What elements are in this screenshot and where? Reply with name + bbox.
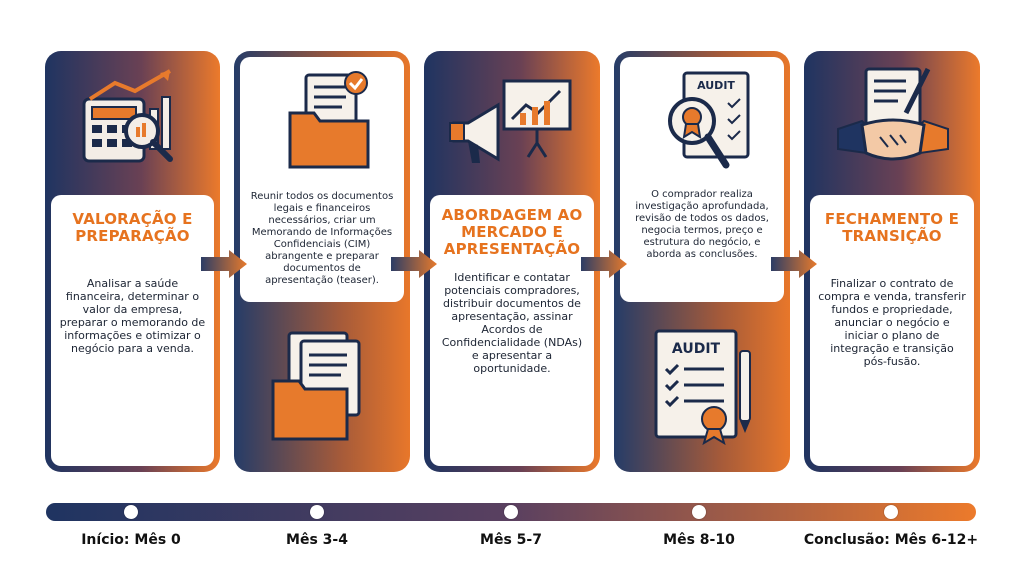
timeline-label: Mês 5-7 [480,532,542,548]
stage-description: O comprador realiza investigação aprofun… [635,189,769,260]
audit-label-bottom: AUDIT [672,341,721,357]
stage-description: Finalizar o contrato de compra e venda, … [818,277,966,368]
stage-card-closing: FECHAMENTO E TRANSIÇÃO Finalizar o contr… [804,51,980,472]
stage-card-marketing: ABORDAGEM AO MERCADO E APRESENTAÇÃO Iden… [424,51,600,472]
timeline-marker [310,505,324,519]
stage-panel: Reunir todos os documentos legais e fina… [240,57,404,302]
audit-magnifier-icon: AUDIT [656,69,756,179]
handshake-contract-icon [836,65,950,175]
calculator-chart-icon [80,69,190,169]
timeline-marker [884,505,898,519]
document-folder-icon [269,327,375,447]
audit-certificate-icon: AUDIT [652,327,756,447]
stage-panel: ABORDAGEM AO MERCADO E APRESENTAÇÃO Iden… [430,195,594,466]
arrow-right-icon [581,250,627,278]
timeline-label: Conclusão: Mês 6-12+ [803,532,979,548]
stage-title: ABORDAGEM AO MERCADO E APRESENTAÇÃO [441,206,583,258]
arrow-right-icon [391,250,437,278]
arrow-right-icon [771,250,817,278]
stage-card-valuation: VALORAÇÃO E PREPARAÇÃO Analisar a saúde … [45,51,220,472]
timeline-label: Mês 3-4 [286,532,348,548]
stage-panel: AUDIT O comprador realiza investigação a… [620,57,784,302]
stage-panel: FECHAMENTO E TRANSIÇÃO Finalizar o contr… [810,195,974,466]
folder-documents-icon [284,71,376,171]
stage-description: Identificar e contatar potenciais compra… [441,271,583,375]
stage-card-documentation: Reunir todos os documentos legais e fina… [234,51,410,472]
stage-description: Reunir todos os documentos legais e fina… [250,191,394,286]
timeline-label: Início: Mês 0 [81,532,181,548]
stage-panel: VALORAÇÃO E PREPARAÇÃO Analisar a saúde … [51,195,214,466]
stage-card-due-diligence: AUDIT O comprador realiza investigação a… [614,51,790,472]
timeline-label: Mês 8-10 [663,532,735,548]
arrow-right-icon [201,250,247,278]
timeline-bar [46,503,976,521]
stage-title: VALORAÇÃO E PREPARAÇÃO [72,210,193,245]
timeline-marker [504,505,518,519]
stage-description: Analisar a saúde financeira, determinar … [59,277,206,355]
megaphone-presentation-icon [448,73,578,173]
audit-label-top: AUDIT [697,79,735,92]
timeline-marker [692,505,706,519]
stage-title: FECHAMENTO E TRANSIÇÃO [824,210,960,245]
timeline-marker [124,505,138,519]
